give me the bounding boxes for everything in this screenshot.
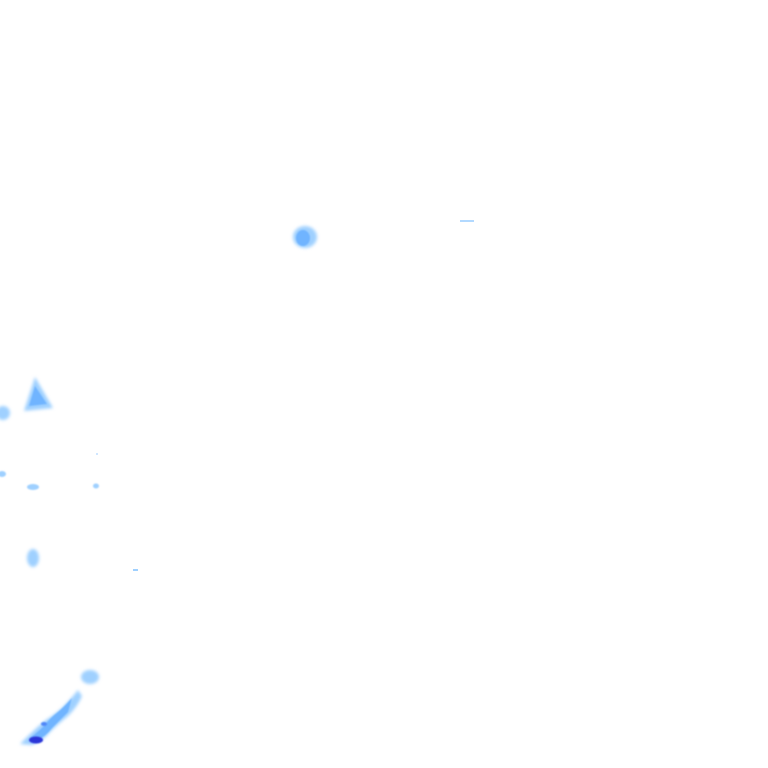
radar-echo-specks	[27, 453, 138, 571]
radar-echo-upper-right	[460, 220, 474, 222]
radar-echo-bottom-band	[20, 690, 82, 745]
radar-echo-lower-left	[27, 549, 39, 567]
radar-echo-bottom-blob	[81, 670, 99, 684]
radar-echo-left-edge	[0, 406, 10, 477]
radar-echo-left-triangle	[24, 377, 53, 411]
radar-echo-center	[293, 226, 317, 248]
